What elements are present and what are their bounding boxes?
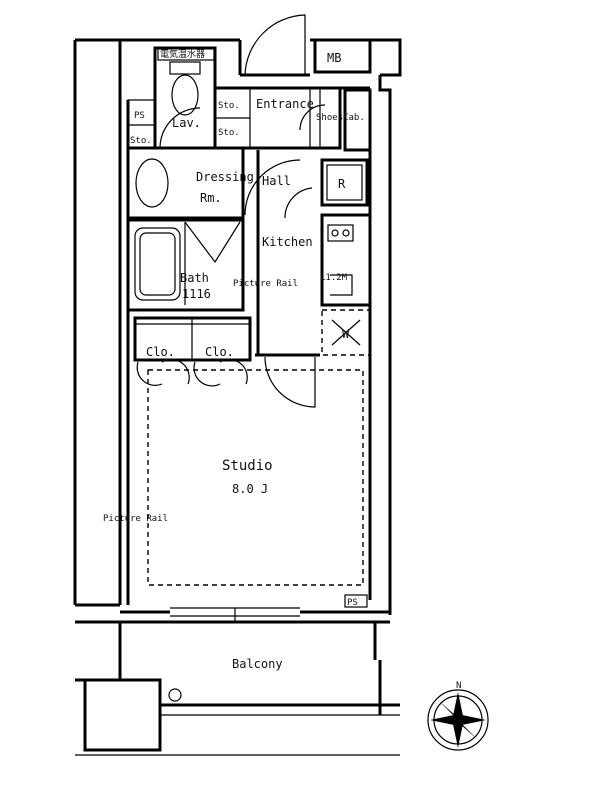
label-compass-north: N	[456, 681, 461, 691]
room-labels: 電気温水器 Entrance Sto. Sto. ShoesCab. MB La…	[103, 48, 461, 691]
label-bath: Bath	[180, 271, 209, 285]
label-picture-rail-2: Picture Rail	[103, 514, 168, 524]
kitchen-area	[256, 150, 372, 356]
label-kitchen: Kitchen	[262, 235, 313, 249]
label-bath-size: 1116	[182, 287, 211, 301]
refrigerator	[320, 158, 369, 207]
label-closet-1: Clo.	[146, 345, 175, 359]
label-hall: Hall	[262, 174, 291, 188]
label-balcony: Balcony	[232, 657, 283, 671]
label-studio: Studio	[222, 458, 273, 474]
closets	[133, 316, 252, 387]
label-dressing-room-1: Dressing	[196, 170, 254, 184]
label-studio-size: 8.0 J	[232, 482, 268, 496]
label-storage-entrance-1: Sto.	[218, 101, 240, 111]
label-meter-box: MB	[327, 51, 341, 65]
label-storage-entrance-2: Sto.	[218, 128, 240, 138]
balcony-area	[75, 622, 400, 756]
label-lavatory: Lav.	[172, 116, 201, 130]
label-toilet-sign: 電気温水器	[160, 48, 205, 60]
label-dressing-room-2: Rm.	[200, 191, 222, 205]
studio-area	[126, 100, 368, 608]
label-pipe-space-2: PS	[347, 598, 358, 608]
label-pipe-space-1: PS	[134, 111, 145, 121]
label-washer: W	[342, 327, 350, 341]
lavatory-area	[127, 46, 217, 150]
label-kitchen-counter: L1.2M	[320, 273, 348, 283]
label-storage-lav: Sto.	[130, 136, 152, 146]
label-picture-rail-1: Picture Rail	[233, 279, 298, 289]
label-refrigerator: R	[338, 177, 346, 191]
label-closet-2: Clo.	[205, 345, 234, 359]
label-shoes-cabinet: ShoesCab.	[316, 113, 365, 123]
label-entrance: Entrance	[256, 97, 314, 111]
compass-icon	[427, 689, 489, 751]
